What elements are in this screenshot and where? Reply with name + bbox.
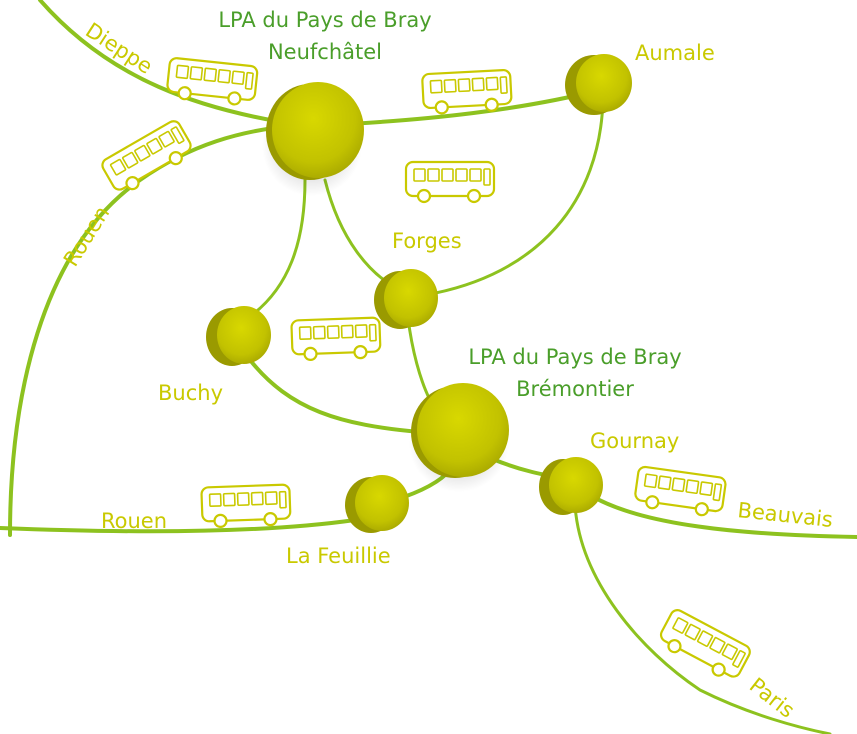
route-gournay-beauvais <box>588 493 857 539</box>
station-bremontier[interactable] <box>409 383 509 492</box>
stations <box>206 54 632 533</box>
bus-icon <box>654 606 754 686</box>
town-gournay: Gournay <box>590 429 679 453</box>
station-lafeuillie[interactable] <box>345 475 409 533</box>
town-forges: Forges <box>392 229 462 253</box>
bus-icon <box>98 117 198 199</box>
station-buchy[interactable] <box>206 306 271 366</box>
route-neufchatel-forges <box>323 178 402 292</box>
town-la-feuillie: La Feuillie <box>286 544 391 568</box>
route-dieppe-neufchatel <box>38 0 302 127</box>
town-buchy: Buchy <box>158 381 223 405</box>
dest-rouen-north: Rouen <box>59 202 114 271</box>
lpa-bremontier-line1: LPA du Pays de Bray <box>468 345 681 369</box>
lpa-bremontier-line2: Brémontier <box>516 377 634 401</box>
route-aumale-forges <box>423 98 605 297</box>
lpa-neufchatel-line1: LPA du Pays de Bray <box>218 8 431 32</box>
route-buchy-bremontier <box>248 358 422 434</box>
dest-rouen-west: Rouen <box>101 509 167 533</box>
station-forges[interactable] <box>374 269 438 329</box>
route-neufchatel-buchy <box>243 178 307 322</box>
bus-icon <box>165 56 259 108</box>
station-aumale[interactable] <box>565 54 632 115</box>
bus-icon <box>404 160 496 204</box>
lpa-neufchatel-line2: Neufchâtel <box>268 40 382 64</box>
dest-beauvais: Beauvais <box>736 498 834 532</box>
route-rouen-neufchatel <box>8 123 302 537</box>
bus-icon <box>632 464 728 520</box>
route-forges-bremontier <box>406 316 432 402</box>
station-neufchatel[interactable] <box>262 82 364 196</box>
bus-icon <box>290 316 382 362</box>
dest-paris: Paris <box>745 673 799 723</box>
station-gournay[interactable] <box>539 457 603 515</box>
bus-icon <box>200 483 292 529</box>
town-aumale: Aumale <box>635 41 715 65</box>
route-gournay-paris <box>573 503 832 734</box>
buses <box>98 56 754 686</box>
route-rouen-lafeuillie <box>0 518 357 534</box>
